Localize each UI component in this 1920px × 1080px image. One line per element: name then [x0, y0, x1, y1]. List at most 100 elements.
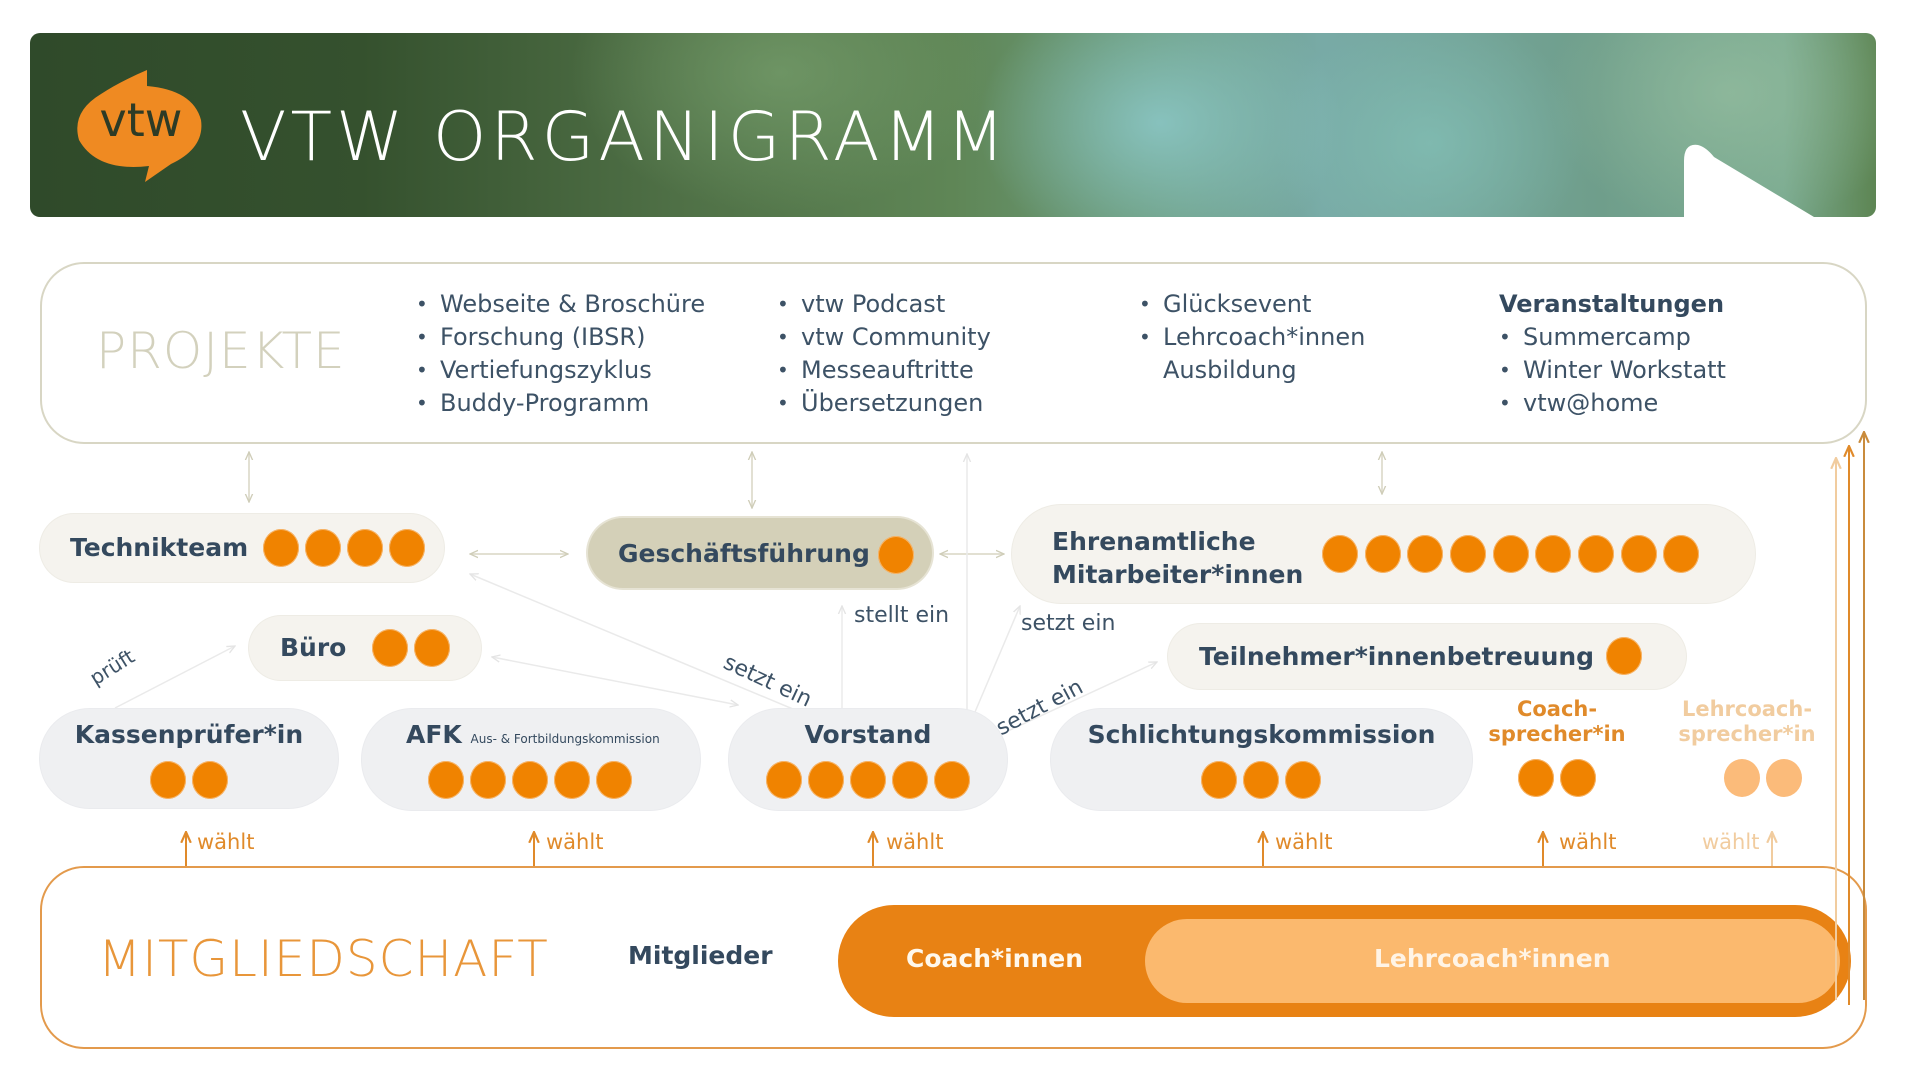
mitglieder-label[interactable]: Mitglieder: [628, 941, 773, 970]
node-geschaeftsfuehrung[interactable]: Geschäftsführung: [588, 518, 932, 588]
header-banner: [30, 33, 1876, 217]
member-dot: [428, 761, 464, 799]
project-item: Webseite & Broschüre: [416, 288, 705, 321]
kassenpruefer-label: Kassenprüfer*in: [74, 720, 304, 749]
waehlt-label: wählt: [886, 830, 944, 854]
coach-label: Coach*innen: [906, 944, 1084, 973]
member-dot: [1621, 535, 1657, 573]
member-dot: [389, 529, 425, 567]
member-dot: [1322, 535, 1358, 573]
projekte-column-4: Veranstaltungen Summercamp Winter Workst…: [1499, 288, 1726, 420]
projekte-heading: PROJEKTE: [96, 322, 346, 380]
project-item: Übersetzungen: [777, 387, 991, 420]
projekte-column-3: Glücksevent Lehrcoach*innen Ausbildung: [1139, 288, 1365, 387]
waehlt-label: wählt: [1702, 830, 1760, 854]
member-dot: [766, 761, 802, 799]
relation-label-setzt-ein-technikteam: setzt ein: [719, 650, 816, 713]
vtw-logo-icon: vtw: [77, 70, 202, 182]
connector-vorstand-ehrenamtliche: [974, 606, 1020, 713]
member-dot: [1663, 535, 1699, 573]
node-buero[interactable]: Büro: [249, 616, 481, 680]
member-dot: [1535, 535, 1571, 573]
relation-label-prueft: prüft: [85, 644, 139, 690]
member-dot: [1518, 759, 1554, 797]
node-coachsprecher[interactable]: Coach- sprecher*in: [1477, 697, 1637, 807]
projekte-column-2: vtw Podcast vtw Community Messeauftritte…: [777, 288, 991, 420]
member-dot: [934, 761, 970, 799]
waehlt-label: wählt: [1559, 830, 1617, 854]
lehrcoachsprecher-label: Lehrcoach- sprecher*in: [1667, 697, 1827, 747]
member-dot: [1201, 761, 1237, 799]
lehrcoachsprecher-label-line2: sprecher*in: [1678, 722, 1816, 746]
member-dot: [347, 529, 383, 567]
member-dot: [1407, 535, 1443, 573]
node-kassenpruefer[interactable]: Kassenprüfer*in: [40, 709, 338, 808]
mitgliedschaft-heading: MITGLIEDSCHAFT: [98, 930, 549, 988]
member-dot: [263, 529, 299, 567]
node-teilnehmerbetreuung[interactable]: Teilnehmer*innenbetreuung: [1168, 624, 1686, 689]
project-item: Summercamp: [1499, 321, 1726, 354]
lehrcoachsprecher-label-line1: Lehrcoach-: [1681, 697, 1813, 721]
project-item: Glücksevent: [1139, 288, 1365, 321]
connector-buero-vorstand: [492, 657, 738, 705]
node-technikteam[interactable]: Technikteam: [40, 514, 444, 582]
page-title: VTW ORGANIGRAMM: [240, 98, 1009, 177]
lehrcoach-label: Lehrcoach*innen: [1374, 944, 1611, 973]
project-item: Forschung (IBSR): [416, 321, 705, 354]
member-dot: [414, 629, 450, 667]
vorstand-label: Vorstand: [804, 720, 932, 749]
ehrenamtliche-label-line2: Mitarbeiter*innen: [1052, 560, 1304, 589]
project-item: Messeauftritte: [777, 354, 991, 387]
logo-text: vtw: [100, 93, 183, 147]
member-dot: [1450, 535, 1486, 573]
member-dot: [372, 629, 408, 667]
lehrcoach-group-bar[interactable]: [1145, 919, 1840, 1003]
node-schlichtungskommission[interactable]: Schlichtungskommission: [1051, 709, 1472, 810]
member-dot: [554, 761, 590, 799]
member-dot: [808, 761, 844, 799]
member-dot: [892, 761, 928, 799]
node-vorstand[interactable]: Vorstand: [729, 709, 1007, 810]
teilnehmerbetreuung-label: Teilnehmer*innenbetreuung: [1199, 642, 1595, 671]
node-ehrenamtliche[interactable]: Ehrenamtliche Mitarbeiter*innen: [1012, 505, 1755, 603]
waehlt-label: wählt: [197, 830, 255, 854]
member-dot: [305, 529, 341, 567]
project-item: Vertiefungszyklus: [416, 354, 705, 387]
node-afk[interactable]: AFK Aus- & Fortbildungskommission: [362, 709, 700, 810]
banner-notch-shape: [1684, 144, 1814, 217]
member-dot: [1724, 759, 1760, 797]
coachsprecher-label-line2: sprecher*in: [1488, 722, 1626, 746]
ehrenamtliche-label-line1: Ehrenamtliche: [1052, 527, 1256, 556]
member-dot: [1766, 759, 1802, 797]
afk-abbreviation: AFK: [406, 720, 462, 749]
member-dot: [1285, 761, 1321, 799]
project-item: Lehrcoach*innen: [1139, 321, 1365, 354]
member-dot: [1606, 637, 1642, 675]
ehrenamtliche-label: Ehrenamtliche Mitarbeiter*innen: [1052, 525, 1303, 591]
member-dot: [1365, 535, 1401, 573]
member-dot: [1560, 759, 1596, 797]
coachsprecher-label-line1: Coach-: [1516, 697, 1598, 721]
member-dot: [1493, 535, 1529, 573]
project-item: Buddy-Programm: [416, 387, 705, 420]
member-dot: [878, 536, 914, 574]
member-dot: [1578, 535, 1614, 573]
coachsprecher-label: Coach- sprecher*in: [1477, 697, 1637, 747]
node-lehrcoachsprecher[interactable]: Lehrcoach- sprecher*in: [1667, 697, 1827, 807]
member-dot: [192, 761, 228, 799]
relation-label-stellt-ein: stellt ein: [854, 603, 950, 628]
project-item-continuation: Ausbildung: [1163, 356, 1297, 384]
member-dot: [512, 761, 548, 799]
project-item: vtw Community: [777, 321, 991, 354]
buero-label: Büro: [280, 633, 347, 662]
member-dot: [1243, 761, 1279, 799]
afk-fullname: Aus- & Fortbildungskommission: [470, 732, 660, 746]
waehlt-label: wählt: [1275, 830, 1333, 854]
member-dot: [850, 761, 886, 799]
afk-label: AFK Aus- & Fortbildungskommission: [406, 720, 660, 749]
relation-label-setzt-ein-ehrenamtliche: setzt ein: [1021, 611, 1116, 636]
technikteam-label: Technikteam: [70, 533, 249, 562]
project-item: vtw@home: [1499, 387, 1726, 420]
projekte-column-1: Webseite & Broschüre Forschung (IBSR) Ve…: [416, 288, 705, 420]
project-item: Winter Workstatt: [1499, 354, 1726, 387]
